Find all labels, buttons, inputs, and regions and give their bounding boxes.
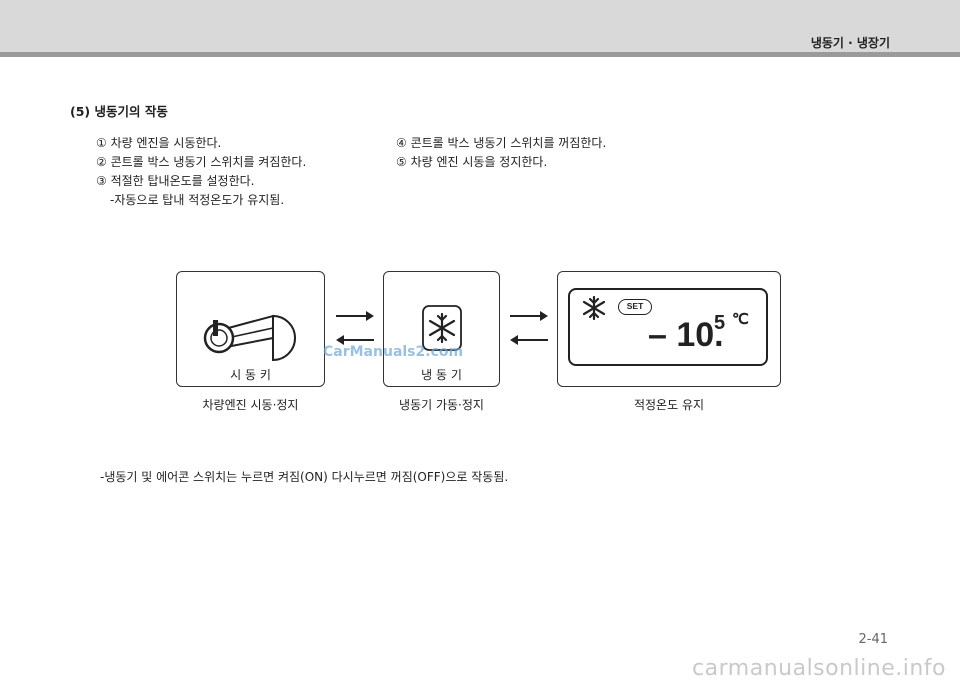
key-panel-label: 시 동 키	[230, 368, 271, 382]
freezer-panel-label: 냉 동 기	[421, 368, 462, 382]
bidirectional-arrow-icon	[336, 311, 374, 345]
lcd-display: SET – 10. 5 ℃	[568, 288, 768, 366]
bidirectional-arrow-icon	[510, 311, 548, 345]
section-title: (5) 냉동기의 작동	[70, 104, 168, 119]
caption-temperature: 적정온도 유지	[633, 398, 705, 412]
header-divider	[0, 52, 960, 57]
step-item: ⑤ 차량 엔진 시동을 정지한다.	[396, 155, 548, 169]
step-note: -자동으로 탑내 적정온도가 유지됨.	[110, 193, 285, 207]
temperature-decimal: 5	[714, 312, 726, 334]
step-item: ④ 콘트롤 박스 냉동기 스위치를 꺼짐한다.	[396, 136, 607, 150]
ignition-key-icon	[203, 314, 296, 362]
steps-right: ④ 콘트롤 박스 냉동기 스위치를 꺼짐한다. ⑤ 차량 엔진 시동을 정지한다…	[396, 134, 606, 172]
step-item: ② 콘트롤 박스 냉동기 스위치를 켜짐한다.	[96, 155, 307, 169]
site-watermark: carmanualsonline.info	[692, 656, 946, 681]
snowflake-icon	[582, 296, 606, 320]
caption-freezer: 냉동기 가동·정지	[399, 398, 484, 412]
temperature-unit: ℃	[732, 311, 749, 328]
steps-left: ① 차량 엔진을 시동한다. ② 콘트롤 박스 냉동기 스위치를 켜짐한다. ③…	[96, 134, 306, 210]
watermark-text: CarManuals2.com	[323, 344, 464, 360]
step-item: ① 차량 엔진을 시동한다.	[96, 136, 222, 150]
temperature-display-panel: SET – 10. 5 ℃	[557, 271, 781, 387]
ignition-key-panel: 시 동 키	[176, 271, 325, 387]
footnote: -냉동기 및 에어콘 스위치는 누르면 켜짐(ON) 다시누르면 꺼짐(OFF)…	[100, 470, 509, 484]
header-bar	[0, 0, 960, 54]
header-title: 냉동기 · 냉장기	[810, 36, 890, 50]
set-badge: SET	[618, 299, 652, 315]
caption-ignition: 차량엔진 시동·정지	[202, 398, 299, 412]
freezer-button-panel: 냉 동 기	[383, 271, 500, 387]
temperature-value: – 10.	[648, 316, 724, 354]
page-number: 2-41	[858, 632, 888, 647]
snowflake-button-icon	[422, 305, 462, 351]
step-item: ③ 적절한 탑내온도를 설정한다.	[96, 174, 255, 188]
